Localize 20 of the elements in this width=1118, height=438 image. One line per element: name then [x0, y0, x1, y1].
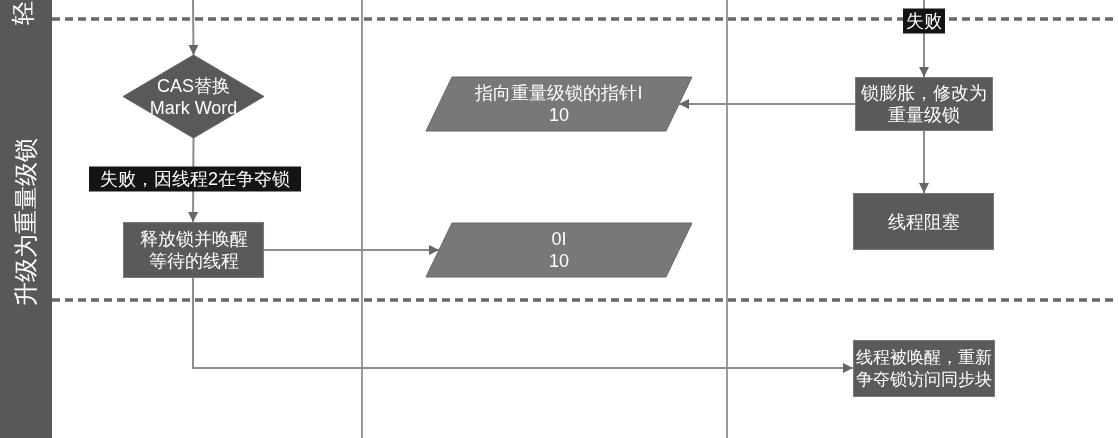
decision-diamond: CAS替换 Mark Word [123, 55, 264, 138]
data-parallelogram [426, 223, 692, 277]
node-text: 指向重量级锁的指针I [475, 82, 643, 104]
arrow [678, 99, 856, 109]
process-box: 线程被唤醒，重新争夺锁访问同步块 [853, 340, 995, 397]
data-parallelogram [426, 77, 692, 131]
process-box: 锁膨胀，修改为重量级锁 [855, 77, 993, 131]
node-text: 10 [549, 104, 569, 126]
arrow [188, 0, 199, 56]
node-text: 10 [549, 250, 569, 272]
lane-title: 轻 [10, 1, 36, 25]
process-box: 释放锁并唤醒等待的线程 [123, 222, 264, 278]
arrow [192, 277, 854, 373]
edge-label: 失败，因线程2在争夺锁 [89, 166, 301, 192]
arrow [919, 130, 929, 194]
lane-title: 升级为重量级锁 [13, 138, 39, 306]
arrow [263, 245, 440, 255]
edge-label: 失败 [903, 8, 945, 34]
process-box: 线程阻塞 [853, 193, 994, 250]
node-text: 0I [551, 228, 567, 250]
